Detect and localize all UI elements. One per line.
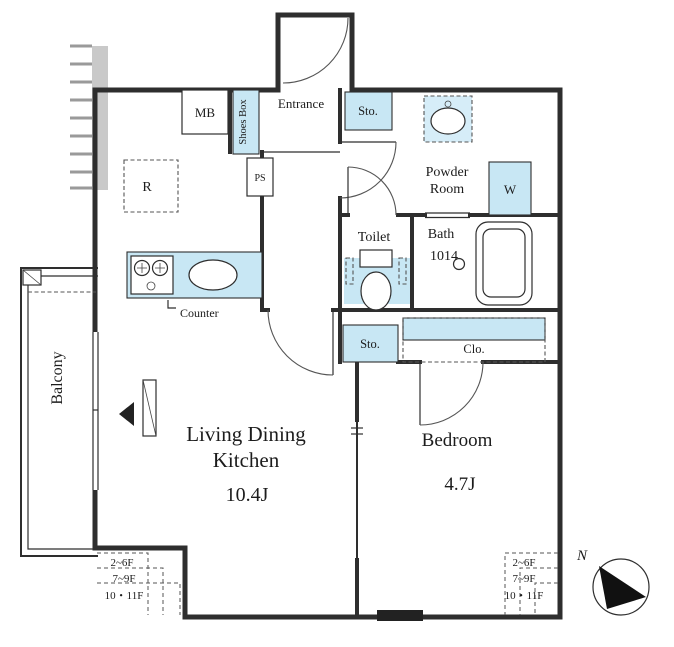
stove-burner-small xyxy=(146,281,156,291)
storage-top-label: Sto. xyxy=(358,104,378,118)
bathtub xyxy=(475,221,533,306)
bathtub-inner xyxy=(482,228,526,298)
powder-door-arc xyxy=(339,141,397,199)
storage-mid-label: Sto. xyxy=(360,337,380,351)
shoes-box-label: Shoes Box xyxy=(238,99,249,145)
kitchen-sink xyxy=(188,259,238,291)
balcony-partition-hatch xyxy=(22,269,42,286)
pipe-space-label: PS xyxy=(254,173,265,184)
meter-box-label: MB xyxy=(195,105,216,120)
stove-burner-right xyxy=(151,259,169,277)
stove-burner-left xyxy=(133,259,151,277)
entrance-door-arc xyxy=(282,17,349,84)
living-label-1: Living Dining xyxy=(186,422,306,446)
stove-burner-marks xyxy=(137,263,165,273)
floor-note: 2~6F xyxy=(512,557,535,569)
floor-note: 10・11F xyxy=(505,590,544,602)
closet-outline xyxy=(402,317,546,363)
floor-note: 7~9F xyxy=(112,573,135,585)
north-label: N xyxy=(576,548,588,564)
opening-direction-marker xyxy=(119,402,134,426)
entrance-label: Entrance xyxy=(278,96,324,111)
vanity-sink xyxy=(430,107,466,135)
living-size-label: 10.4J xyxy=(226,484,269,506)
floor-notes-left: 2~6F 7~9F 10・11F xyxy=(97,552,181,615)
floor-note: 10・11F xyxy=(105,590,144,602)
closet-label: Clo. xyxy=(463,342,484,356)
neighbor-comb-hatch xyxy=(70,44,92,190)
door-leaf-diagonal xyxy=(142,379,157,437)
toilet-rail-left xyxy=(345,257,354,285)
balcony-outline xyxy=(20,267,98,557)
floor-outline-7-9f-right xyxy=(519,567,558,615)
toilet-rail-right xyxy=(398,257,407,285)
fixtures: MB Shoes Box Sto. PS R Counter W xyxy=(119,89,546,437)
floor-outline-2-6f-right xyxy=(504,552,558,615)
closet-door-arc xyxy=(419,361,484,426)
bath-drain xyxy=(452,257,466,271)
balcony-label: Balcony xyxy=(49,351,66,404)
doors xyxy=(267,17,484,426)
washer-space xyxy=(488,161,532,216)
balcony: Balcony xyxy=(20,267,98,557)
floor-note: 7~9F xyxy=(512,573,535,585)
toilet-bowl xyxy=(360,271,392,311)
floor-outline-2-6f-left xyxy=(97,552,149,615)
unit-outline xyxy=(92,12,563,620)
powder-room-label-2: Room xyxy=(430,182,464,197)
toilet-tank xyxy=(359,249,393,268)
pipe-space xyxy=(246,157,274,197)
bath-size-label: 1014 xyxy=(430,249,458,264)
bath-label: Bath xyxy=(428,227,454,242)
bedroom-size-label: 4.7J xyxy=(444,474,475,495)
shoes-box xyxy=(232,89,260,155)
toilet-door-arc xyxy=(347,166,397,216)
meter-box xyxy=(181,89,229,135)
room-labels: Entrance Powder Room Toilet Bath 1014 Li… xyxy=(186,96,492,506)
fridge-space xyxy=(123,159,179,213)
vanity-faucet xyxy=(444,100,452,108)
counter-leader-line xyxy=(167,300,176,309)
closet-shelf xyxy=(402,317,546,341)
bedroom-label: Bedroom xyxy=(422,430,493,451)
storage-top xyxy=(344,91,393,131)
ldk-door-arc xyxy=(267,309,334,376)
floor-outline-10-11f-right xyxy=(534,582,558,615)
living-label-2: Kitchen xyxy=(213,448,280,472)
washer-label: W xyxy=(504,182,517,197)
fridge-label: R xyxy=(142,180,152,195)
floor-note: 2~6F xyxy=(110,557,133,569)
counter-label: Counter xyxy=(180,306,219,320)
window-opening xyxy=(89,332,100,490)
powder-room-label-1: Powder xyxy=(426,165,469,180)
toilet-label: Toilet xyxy=(358,230,391,245)
bedroom-window-sill xyxy=(377,610,423,621)
storage-mid xyxy=(342,324,399,363)
balcony-inner-line xyxy=(27,275,98,550)
exterior-structure xyxy=(70,12,563,621)
floor-outline-7-9f-left xyxy=(97,567,164,615)
north-arrow xyxy=(599,566,646,609)
compass: N xyxy=(576,548,650,616)
floor-notes-right: 2~6F 7~9F 10・11F xyxy=(504,552,558,615)
